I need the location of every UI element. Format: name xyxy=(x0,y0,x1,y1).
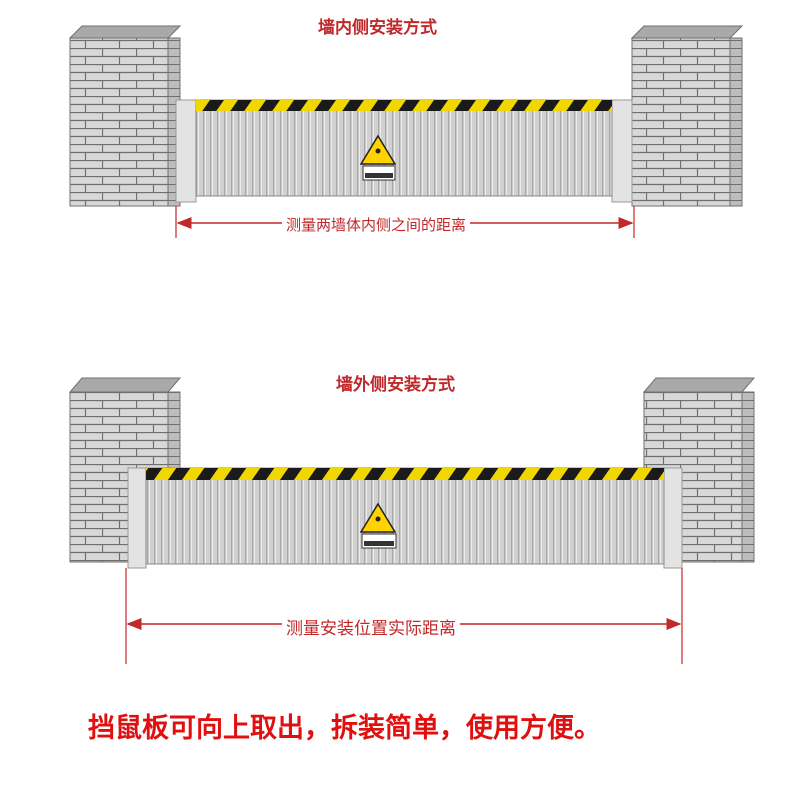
outer-install-title: 墙外侧安装方式 xyxy=(336,375,455,395)
diagram-outer-install xyxy=(68,377,756,664)
right-brick-pillar xyxy=(630,25,744,207)
hazard-stripe xyxy=(146,468,664,480)
left-brick-pillar xyxy=(68,25,182,207)
inner-install-title: 墙内侧安装方式 xyxy=(318,18,437,38)
usage-note: 挡鼠板可向上取出，拆装简单，使用方便。 xyxy=(88,713,601,744)
warning-sign-icon xyxy=(359,134,397,181)
hazard-stripe xyxy=(196,100,612,111)
diagram-inner-install xyxy=(68,25,744,238)
rodent-barrier-panel xyxy=(175,99,633,203)
rodent-barrier-panel xyxy=(127,467,683,569)
warning-sign-icon xyxy=(359,502,397,549)
inner-measure-label: 测量两墙体内侧之间的距离 xyxy=(282,214,471,235)
outer-measure-label: 测量安装位置实际距离 xyxy=(282,614,460,639)
